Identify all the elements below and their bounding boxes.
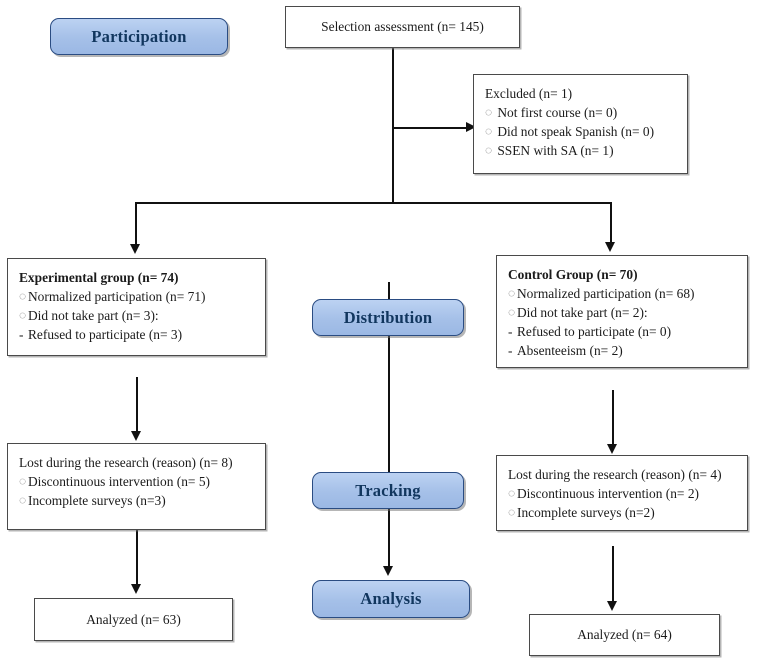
stage-badge-analysis[interactable]: Analysis	[312, 580, 470, 618]
node-experimental-group-subitem-0: -Refused to participate (n= 3)	[19, 325, 254, 344]
arrowhead-right-b	[607, 601, 617, 611]
node-excluded-item-2: ◌ SSEN with SA (n= 1)	[485, 143, 614, 159]
arrowhead-to-analysis	[383, 566, 393, 576]
dash-icon: -	[508, 324, 513, 340]
connector-split-right	[610, 202, 612, 244]
bullet-icon: ◌	[485, 105, 493, 120]
connector-center-trunk	[388, 282, 390, 572]
dash-icon: -	[19, 327, 24, 343]
arrowhead-left-b	[131, 584, 141, 594]
bullet-icon: ◌	[508, 305, 516, 320]
node-control-group-title: Control Group (n= 70)	[508, 267, 638, 282]
node-experimental-group-item-1: ◌Did not take part (n= 3):	[19, 308, 159, 324]
node-control-group[interactable]: Control Group (n= 70) ◌Normalized partic…	[496, 255, 748, 368]
node-excluded-item-0: ◌ Not first course (n= 0)	[485, 105, 618, 121]
node-control-group-item-1: ◌Did not take part (n= 2):	[508, 305, 648, 321]
connector-split-bar	[135, 202, 612, 204]
stage-badge-participation-label: Participation	[91, 26, 187, 46]
node-selection-assessment-title: Selection assessment (n= 145)	[321, 19, 484, 35]
connector-right-a	[612, 390, 614, 446]
node-lost-right-item-0: ◌Discontinuous intervention (n= 2)	[508, 486, 699, 502]
connector-right-b	[612, 546, 614, 603]
connector-left-a	[136, 377, 138, 433]
stage-badge-participation[interactable]: Participation	[50, 18, 228, 55]
node-control-group-item-0: ◌Normalized participation (n= 68)	[508, 286, 695, 302]
connector-left-b	[136, 530, 138, 586]
node-control-group-subitem-0: -Refused to participate (n= 0)	[508, 322, 736, 341]
bullet-icon: ◌	[508, 286, 516, 301]
connector-selection-trunk	[392, 48, 394, 203]
bullet-icon: ◌	[508, 505, 516, 520]
node-excluded[interactable]: Excluded (n= 1) ◌ Not first course (n= 0…	[473, 74, 688, 174]
node-lost-left[interactable]: Lost during the research (reason) (n= 8)…	[7, 443, 266, 530]
bullet-icon: ◌	[485, 143, 493, 158]
node-analyzed-right[interactable]: Analyzed (n= 64)	[529, 614, 720, 656]
stage-badge-distribution[interactable]: Distribution	[312, 299, 464, 336]
stage-badge-distribution-label: Distribution	[343, 307, 433, 327]
node-lost-left-title: Lost during the research (reason) (n= 8)	[19, 455, 233, 470]
arrowhead-to-excluded	[466, 122, 476, 132]
arrowhead-right-a	[607, 444, 617, 454]
node-excluded-item-1: ◌ Did not speak Spanish (n= 0)	[485, 124, 655, 140]
arrowhead-left-a	[131, 431, 141, 441]
node-experimental-group-item-0: ◌Normalized participation (n= 71)	[19, 289, 206, 305]
node-excluded-title: Excluded (n= 1)	[485, 86, 573, 101]
bullet-icon: ◌	[19, 493, 27, 508]
node-control-group-subitem-1: -Absenteeism (n= 2)	[508, 341, 736, 360]
node-analyzed-left[interactable]: Analyzed (n= 63)	[34, 598, 233, 641]
stage-badge-analysis-label: Analysis	[360, 589, 422, 608]
node-lost-right[interactable]: Lost during the research (reason) (n= 4)…	[496, 455, 748, 531]
node-analyzed-left-title: Analyzed (n= 63)	[86, 611, 181, 627]
node-experimental-group[interactable]: Experimental group (n= 74) ◌Normalized p…	[7, 258, 266, 356]
node-lost-right-item-1: ◌Incomplete surveys (n=2)	[508, 505, 655, 521]
node-selection-assessment[interactable]: Selection assessment (n= 145)	[285, 6, 520, 48]
stage-badge-tracking-label: Tracking	[355, 480, 421, 500]
node-lost-right-title: Lost during the research (reason) (n= 4)	[508, 467, 722, 482]
bullet-icon: ◌	[485, 124, 493, 139]
stage-badge-tracking[interactable]: Tracking	[312, 472, 464, 509]
bullet-icon: ◌	[508, 486, 516, 501]
node-experimental-group-title: Experimental group (n= 74)	[19, 270, 179, 285]
node-analyzed-right-title: Analyzed (n= 64)	[577, 627, 672, 643]
arrowhead-to-experimental	[130, 244, 140, 254]
bullet-icon: ◌	[19, 474, 27, 489]
node-lost-left-item-0: ◌Discontinuous intervention (n= 5)	[19, 474, 210, 490]
node-lost-left-item-1: ◌Incomplete surveys (n=3)	[19, 493, 166, 509]
connector-split-left	[135, 202, 137, 246]
bullet-icon: ◌	[19, 289, 27, 304]
dash-icon: -	[508, 343, 513, 359]
bullet-icon: ◌	[19, 308, 27, 323]
arrowhead-to-control	[605, 242, 615, 252]
connector-to-excluded	[392, 127, 468, 129]
